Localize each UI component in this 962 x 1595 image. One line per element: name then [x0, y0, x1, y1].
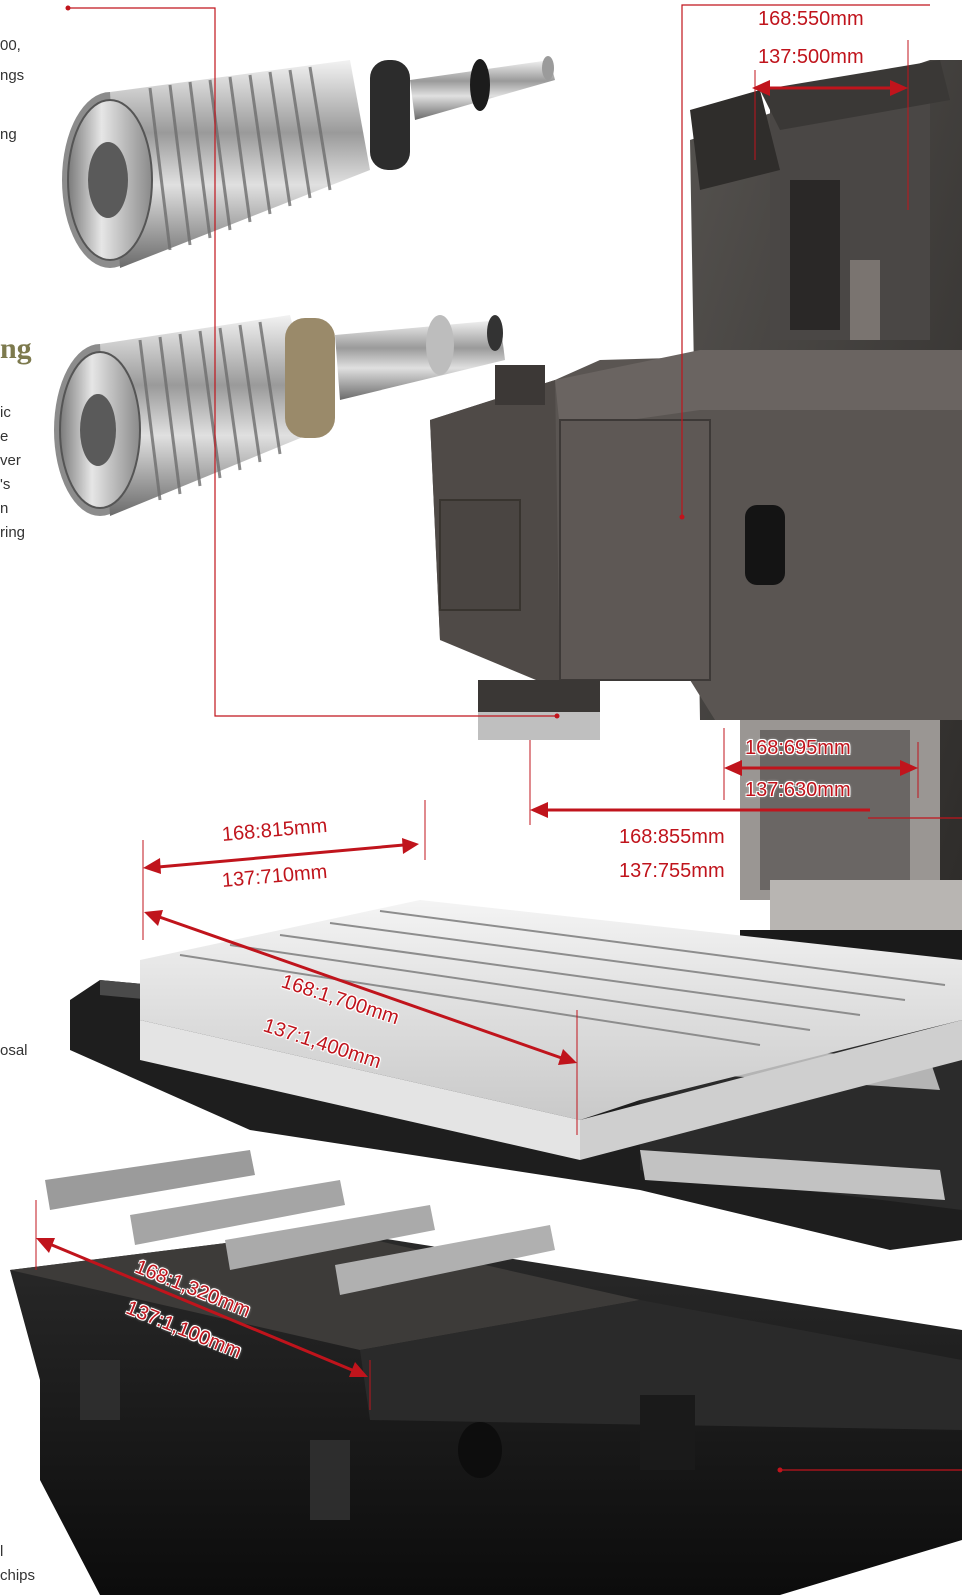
text-fragment: ver	[0, 452, 21, 469]
text-fragment: osal	[0, 1042, 28, 1059]
dimension-arrows	[36, 80, 918, 1377]
text-fragment: ring	[0, 524, 26, 541]
dimension-column-base-137: 137:630mm	[745, 779, 851, 801]
dimension-spindle-reach-168: 168:855mm	[619, 826, 725, 848]
text-fragment: 00,	[0, 37, 21, 54]
dimension-column-base-168: 168:695mm	[745, 737, 851, 759]
text-fragment: 's	[0, 476, 11, 493]
spindle-image-top	[62, 56, 555, 268]
text-fragment: e	[0, 428, 9, 445]
spindle-head	[430, 350, 962, 740]
text-fragment: chips	[0, 1567, 36, 1584]
spindle-image-bottom	[54, 315, 505, 516]
dimension-extension-lines	[35, 40, 919, 1410]
text-fragment: l	[0, 1543, 4, 1560]
dimension-column-width-137: 137:500mm	[758, 46, 864, 68]
callout-lines	[68, 4, 962, 1471]
dimension-column-width-168: 168:550mm	[758, 8, 864, 30]
section-heading-fragment: ng	[0, 332, 32, 365]
machine-base	[10, 1230, 962, 1595]
work-table	[140, 900, 962, 1160]
text-fragment: ngs	[0, 67, 25, 84]
dimension-spindle-reach-137: 137:755mm	[619, 860, 725, 882]
text-fragment: n	[0, 500, 9, 517]
text-fragment: ic	[0, 404, 11, 421]
base-rails	[45, 1150, 555, 1295]
text-fragment: ng	[0, 126, 17, 143]
